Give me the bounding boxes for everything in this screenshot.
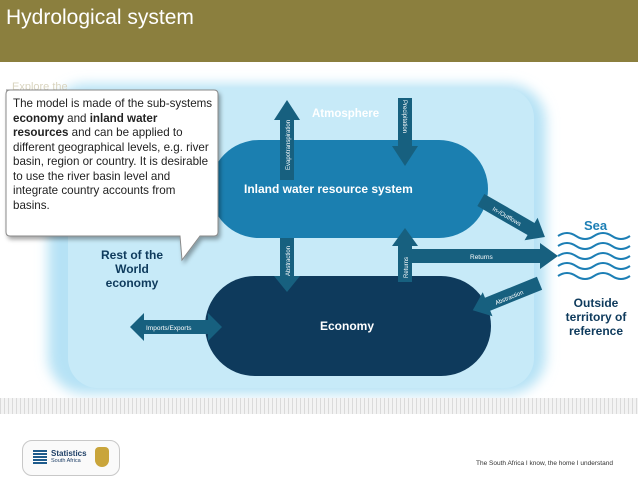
abstraction-sea-arrow <box>472 276 543 317</box>
callout-bold-inland: inland water resources <box>13 111 158 140</box>
logo-mark-icon <box>33 450 47 464</box>
sea-label: Sea <box>584 218 608 233</box>
callout-bold-economy: economy <box>13 111 64 125</box>
outside-territory-label: Outside territory of reference <box>555 296 637 338</box>
logo-line-1: Statistics <box>51 449 87 458</box>
logo-line-2: South Africa <box>51 458 81 464</box>
outside-line-1: Outside <box>573 296 619 310</box>
imports-exports-arrow <box>130 313 222 341</box>
outside-line-3: reference <box>568 324 624 338</box>
title-bar: Hydrological system <box>0 0 638 62</box>
callout-box <box>5 89 219 262</box>
returns-right-arrow <box>410 243 558 269</box>
stats-sa-logo: Statistics South Africa <box>22 440 120 476</box>
imports-exports-label: Imports/Exports <box>146 325 192 332</box>
abstraction-down-label: Abstraction <box>286 246 292 276</box>
returns-up-label: Returns <box>404 257 410 278</box>
inland-water-system <box>210 140 488 238</box>
callout-text: The model is made of the sub-systems eco… <box>13 97 213 213</box>
footer-tagline: The South Africa I know, the home I unde… <box>476 460 613 467</box>
evapotranspiration-label: Evapotranspiration <box>286 120 292 170</box>
precipitation-label: Precipitation <box>401 100 407 133</box>
divider-band <box>0 398 638 414</box>
callout-seg3: and can be applied to different geograph… <box>13 126 209 212</box>
economy-label: Economy <box>320 319 375 333</box>
outside-line-2: territory of <box>565 310 627 324</box>
rest-of-world-line-2: World <box>115 262 149 276</box>
returns-up-arrow <box>392 228 418 282</box>
inflows-outflows-arrow <box>477 193 545 241</box>
precipitation-arrow <box>392 98 418 166</box>
economy-system <box>205 276 491 376</box>
callout-seg1: The model is made of the sub-systems <box>13 97 213 110</box>
abstraction-down-arrow <box>274 238 300 292</box>
rest-of-world-line-1: Rest of the <box>100 248 163 262</box>
coat-of-arms-icon <box>95 447 109 467</box>
callout-seg2: and <box>63 111 90 125</box>
slide-title: Hydrological system <box>6 6 194 29</box>
sea-waves <box>557 232 631 280</box>
rest-of-world-line-3: economy <box>105 276 159 290</box>
returns-right-label: Returns <box>470 254 494 261</box>
rest-of-world-label: Rest of the World economy <box>92 248 172 290</box>
atmosphere-label: Atmosphere <box>312 108 380 120</box>
evapotranspiration-arrow <box>274 100 300 180</box>
inland-water-label: Inland water resource system <box>244 182 413 196</box>
